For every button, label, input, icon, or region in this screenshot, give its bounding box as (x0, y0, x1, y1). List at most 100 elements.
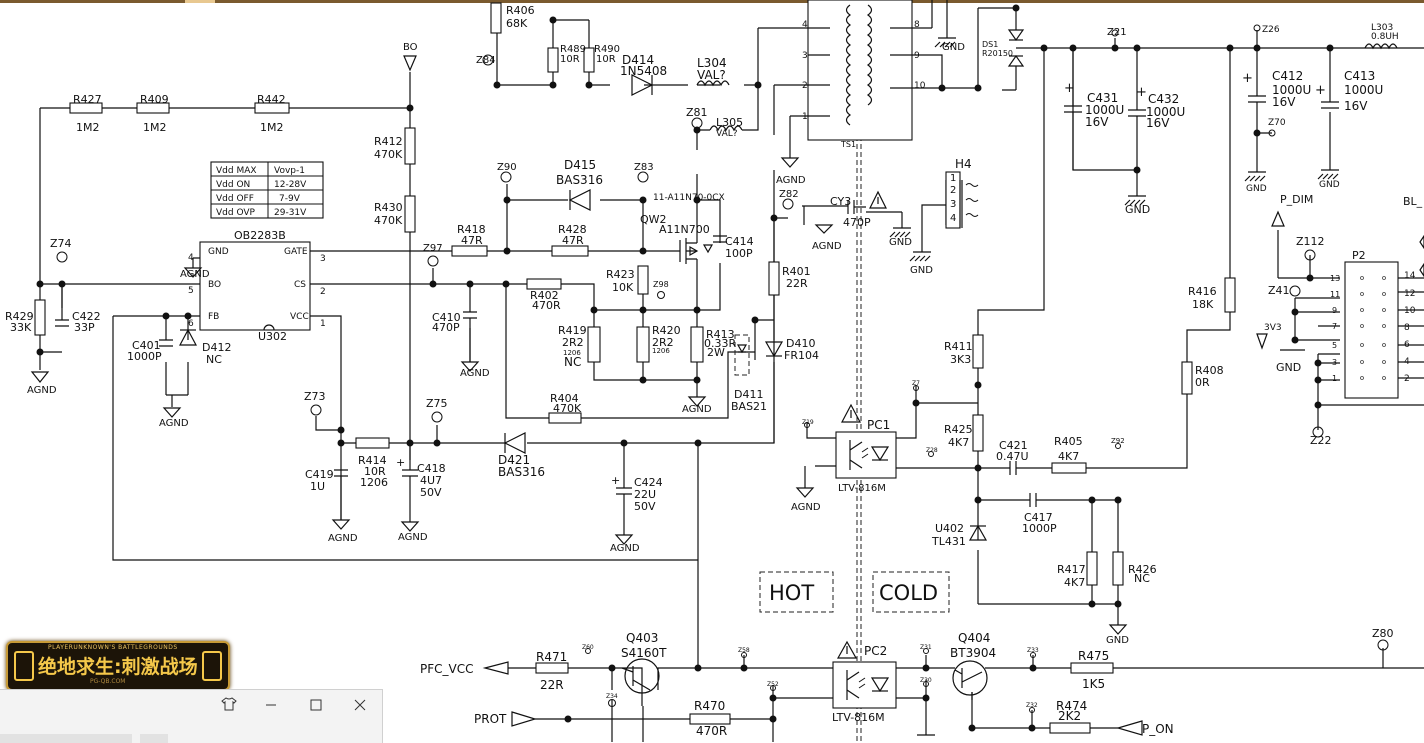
p2-pin12: 12 (1404, 289, 1415, 299)
r419-nc: NC (564, 355, 581, 369)
q403-value: S4160T (621, 646, 667, 660)
u402-value: TL431 (931, 535, 966, 548)
optocoupler-pc2-symbol (832, 661, 897, 709)
r406-value: 68K (506, 17, 528, 30)
ic-pin5-num: 5 (188, 286, 194, 296)
cold-zone-box (872, 571, 950, 613)
tp-z22: Z22 (1310, 434, 1332, 447)
d410-value: FR104 (784, 349, 819, 362)
c419-label: C419 (305, 468, 334, 481)
net-prot: PROT (474, 712, 507, 726)
tp-z7: Z7 (912, 380, 920, 387)
r418-value: 47R (461, 234, 483, 247)
ds1-label: DS1 (982, 40, 998, 49)
vdd-table-r1c1: Vdd MAX (216, 166, 257, 176)
r474-value: 2K2 (1058, 709, 1081, 723)
tp-z80: Z80 (1372, 627, 1394, 640)
ic-pin4-num: 4 (188, 253, 194, 263)
shirt-icon[interactable] (214, 694, 244, 718)
tp-z28: Z28 (926, 447, 938, 454)
r411-value: 3K3 (950, 353, 971, 366)
tp-z82: Z82 (779, 189, 799, 200)
tp-z83: Z83 (634, 162, 654, 173)
r420-value: 2R2 (652, 336, 674, 349)
minimize-icon[interactable] (256, 694, 286, 718)
maximize-icon[interactable] (301, 694, 331, 718)
r471-label: R471 (536, 650, 567, 664)
ts1-pin8: 8 (914, 20, 920, 30)
svg-text:+: + (1315, 83, 1326, 98)
gnd-label-4: GND (1125, 203, 1150, 216)
q404-value: BT3904 (950, 646, 996, 660)
c432-label: C432 (1148, 92, 1179, 106)
gnd-label-2: GND (889, 237, 912, 248)
r490-value: 10R (596, 54, 616, 65)
transformer-ts1 (807, 0, 913, 141)
vdd-table (210, 161, 324, 219)
window-tab-strip-2 (140, 734, 168, 743)
svg-text:+: + (1242, 71, 1253, 86)
cy3-value: 470P (843, 216, 871, 229)
r425-value: 4K7 (948, 436, 969, 449)
tp-z19: Z19 (802, 419, 814, 426)
inductor-symbols (696, 43, 1398, 132)
warning-triangle-icons (836, 190, 887, 659)
p2-label: P2 (1352, 249, 1366, 262)
l303-label: L303 (1371, 23, 1393, 33)
l305-label: L305 (716, 116, 743, 129)
c418-voltage: 50V (420, 486, 442, 499)
close-icon[interactable] (345, 694, 375, 718)
ts1-pin3: 3 (802, 51, 808, 61)
p2-pin14: 14 (1404, 271, 1416, 281)
c412-value: 1000U (1272, 83, 1311, 97)
l303-value: 0.8UH (1371, 32, 1399, 42)
tp-z97: Z97 (423, 243, 443, 254)
agnd-label-9: AGND (776, 175, 806, 186)
p2-pin2: 2 (1404, 374, 1410, 384)
ic-pin2-num: 2 (320, 287, 326, 297)
c422-value: 33P (74, 321, 95, 334)
r430-label: R430 (374, 201, 403, 214)
ds1-value: R20150 (982, 49, 1013, 58)
r489-label: R489 (560, 44, 586, 55)
c431-label: C431 (1087, 91, 1118, 105)
d410-label: D410 (786, 337, 815, 350)
r412-value: 470K (374, 148, 403, 161)
r475-label: R475 (1078, 649, 1109, 663)
agnd-label-8: AGND (610, 543, 640, 554)
c421-value: 0.47U (996, 450, 1029, 463)
gnd-label-5: GND (1246, 184, 1267, 194)
game-logo-overlay: PLAYERUNKNOWN'S BATTLEGROUNDS 绝地求生:刺激战场 … (6, 641, 230, 691)
vdd-table-r4c1: Vdd OVP (216, 208, 256, 218)
agnd-label-1: AGND (27, 385, 57, 396)
ts1-pin2: 2 (802, 81, 808, 91)
r402-label: R402 (530, 289, 559, 302)
tp-z92: Z92 (1111, 437, 1125, 445)
gnd-label-7: GND (1106, 635, 1129, 646)
c431-voltage: 16V (1085, 115, 1109, 129)
logo-title: 绝地求生:刺激战场 (38, 656, 198, 678)
gnd-label-8: GND (1276, 361, 1301, 374)
window-tab-strip (0, 734, 132, 743)
tp-z58: Z58 (738, 647, 750, 654)
tp-z75: Z75 (426, 397, 448, 410)
p2-pin5: 5 (1332, 341, 1337, 350)
ts1-pin4: 4 (802, 20, 808, 30)
testpoint-markers (56, 24, 1389, 713)
logo-right-mark (202, 651, 222, 681)
tp-z60: Z60 (582, 644, 594, 651)
optocoupler-pc1-symbol (835, 431, 897, 479)
r411-label: R411 (944, 340, 973, 353)
svg-text:+: + (1064, 81, 1075, 96)
tp-z84: Z84 (476, 55, 496, 66)
ic-pin-gate-label: GATE (284, 247, 308, 257)
top-border-strip (0, 0, 1424, 3)
svg-text:+: + (1136, 85, 1147, 100)
r417-label: R417 (1057, 563, 1086, 576)
logo-subtitle: PLAYERUNKNOWN'S BATTLEGROUNDS (48, 644, 178, 651)
cy3-label: CY3 (830, 195, 851, 208)
c401-value: 1000P (127, 350, 162, 363)
r418-label: R418 (457, 223, 486, 236)
net-p-on: P_ON (1142, 722, 1174, 736)
